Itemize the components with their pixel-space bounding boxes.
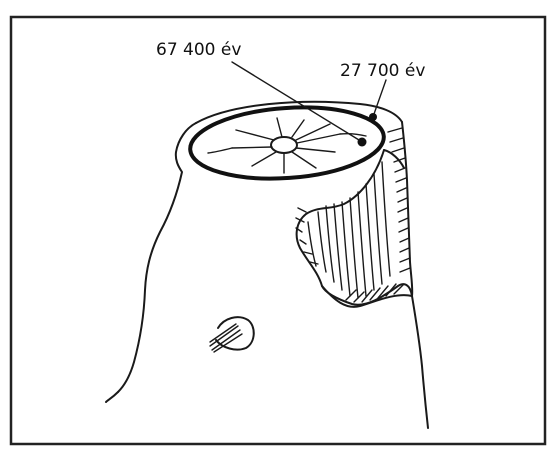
outer-sample-point xyxy=(369,113,377,121)
inner-age-label: 67 400 év xyxy=(156,40,241,60)
outer-age-label: 27 700 év xyxy=(340,61,425,81)
inner-sample-point xyxy=(358,138,367,147)
figure-frame xyxy=(11,17,545,444)
